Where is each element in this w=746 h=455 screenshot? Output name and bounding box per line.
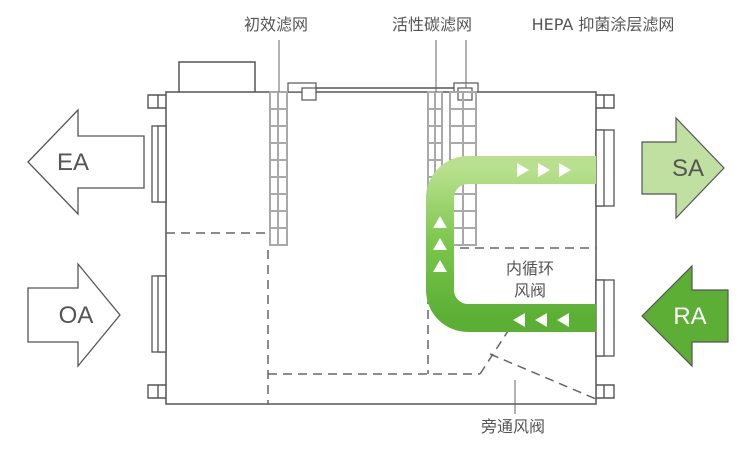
primary-filter-label: 初效滤网 <box>244 15 308 34</box>
hepa-filter-label: HEPA 抑菌涂层滤网 <box>532 15 675 34</box>
bracket-right-bottom <box>596 384 615 399</box>
flow-arrows-right <box>517 163 571 177</box>
motor-box <box>178 61 256 94</box>
collar-ea <box>151 125 167 203</box>
bracket-right-top <box>596 94 615 109</box>
ea-arrow <box>27 108 145 216</box>
carbon-filter-label: 活性碳滤网 <box>392 15 472 34</box>
flow-arrows-up <box>433 216 447 272</box>
bypass-damper-label: 旁通风阀 <box>481 417 545 436</box>
bracket-left-top <box>147 94 166 109</box>
internal-damper-label-line1: 内循环 <box>506 259 554 278</box>
oa-label: OA <box>59 302 94 329</box>
internal-damper-label-line2: 风阀 <box>514 281 546 300</box>
collar-oa <box>151 275 167 353</box>
top-clip-left-tab <box>301 87 317 101</box>
bracket-left-bottom <box>147 384 166 399</box>
ea-label: EA <box>57 149 89 176</box>
unit-housing <box>165 91 597 405</box>
ra-label: RA <box>673 303 706 330</box>
leader-lines <box>278 40 516 414</box>
collar-sa <box>595 129 615 207</box>
sa-arrow <box>641 116 725 220</box>
flow-arrows-left <box>513 313 569 327</box>
internal-damper-label-bg <box>494 252 570 302</box>
ra-arrow <box>641 264 729 368</box>
collar-ra <box>595 279 615 357</box>
sa-label: SA <box>672 155 704 182</box>
internal-partitions <box>166 232 597 404</box>
oa-arrow <box>27 262 121 368</box>
top-clip-right-tab <box>457 87 473 101</box>
